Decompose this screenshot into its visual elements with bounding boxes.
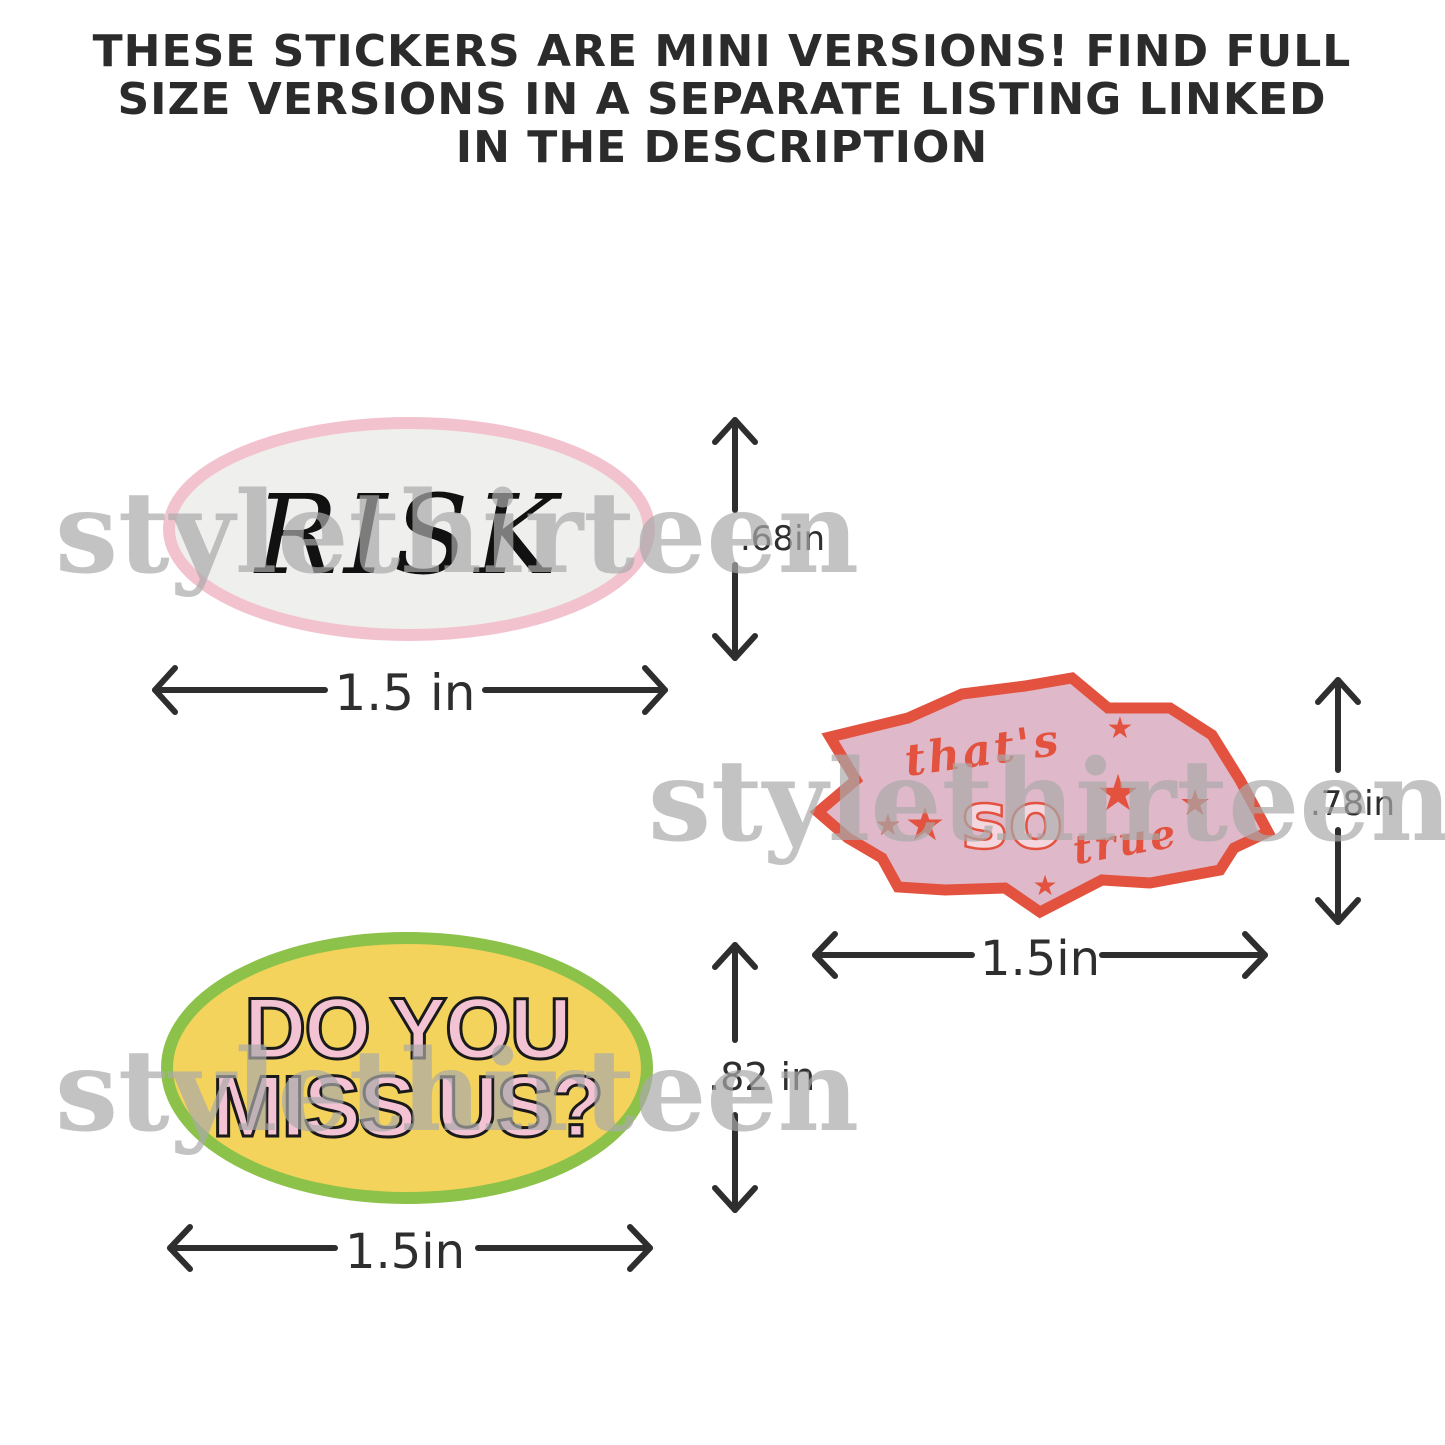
header-line-3: IN THE DESCRIPTION [456,122,988,173]
sticker-do-you-miss-us: DO YOU MISS US? [161,932,653,1204]
arrow-up-icon [712,417,758,445]
arrow-left-icon [167,1224,193,1272]
arrow-down-icon [1315,897,1361,925]
header-line-1: THESE STICKERS ARE MINI VERSIONS! FIND F… [93,26,1352,77]
do-you-miss-us-oval [161,932,653,1204]
sticker-thats-so-true: that's so true ★ ★ ★ ★ ★ ★ [809,672,1276,919]
do-you-miss-us-line-1: DO YOU [244,981,570,1077]
risk-width-label: 1.5 in [335,664,476,722]
star-icon: ★ [875,808,902,843]
do-you-miss-us-width-dimension: 1.5in [167,1224,653,1280]
thats-so-true-burst [809,672,1276,919]
watermark: stylethirteen [55,1026,859,1157]
star-icon: ★ [904,797,945,851]
sticker-risk: RISK [163,417,655,641]
arrow-down-icon [712,633,758,661]
do-you-miss-us-width-label: 1.5in [345,1224,465,1280]
thats-so-true-width-dimension: 1.5in [812,931,1268,987]
risk-sticker-oval [163,417,655,641]
risk-height-dimension: .68in [712,417,825,661]
do-you-miss-us-height-label: .82 in [708,1055,815,1099]
star-icon: ★ [1032,869,1057,902]
risk-width-dimension: 1.5 in [152,664,668,722]
arrow-up-icon [1315,677,1361,705]
thats-so-true-height-label: .78in [1310,784,1395,824]
arrow-right-icon [627,1224,653,1272]
watermark: stylethirteen [55,468,859,599]
do-you-miss-us-height-dimension: .82 in [708,942,815,1213]
watermark: stylethirteen [648,736,1445,867]
arrow-left-icon [812,931,838,979]
arrow-right-icon [642,665,668,715]
risk-height-label: .68in [740,519,825,559]
star-icon: ★ [1179,783,1211,824]
arrow-right-icon [1242,931,1268,979]
star-icon: ★ [1107,711,1134,746]
thats-so-true-width-label: 1.5in [980,931,1100,987]
header-line-2: SIZE VERSIONS IN A SEPARATE LISTING LINK… [117,74,1326,125]
arrow-left-icon [152,665,178,715]
thats-so-true-middle-text: so [961,774,1064,867]
thats-so-true-height-dimension: .78in [1310,677,1395,925]
star-icon: ★ [1096,764,1141,822]
arrow-up-icon [712,942,758,970]
header: THESE STICKERS ARE MINI VERSIONS! FIND F… [93,26,1352,173]
do-you-miss-us-line-2: MISS US? [212,1059,602,1155]
risk-sticker-text: RISK [253,471,563,599]
arrow-down-icon [712,1185,758,1213]
